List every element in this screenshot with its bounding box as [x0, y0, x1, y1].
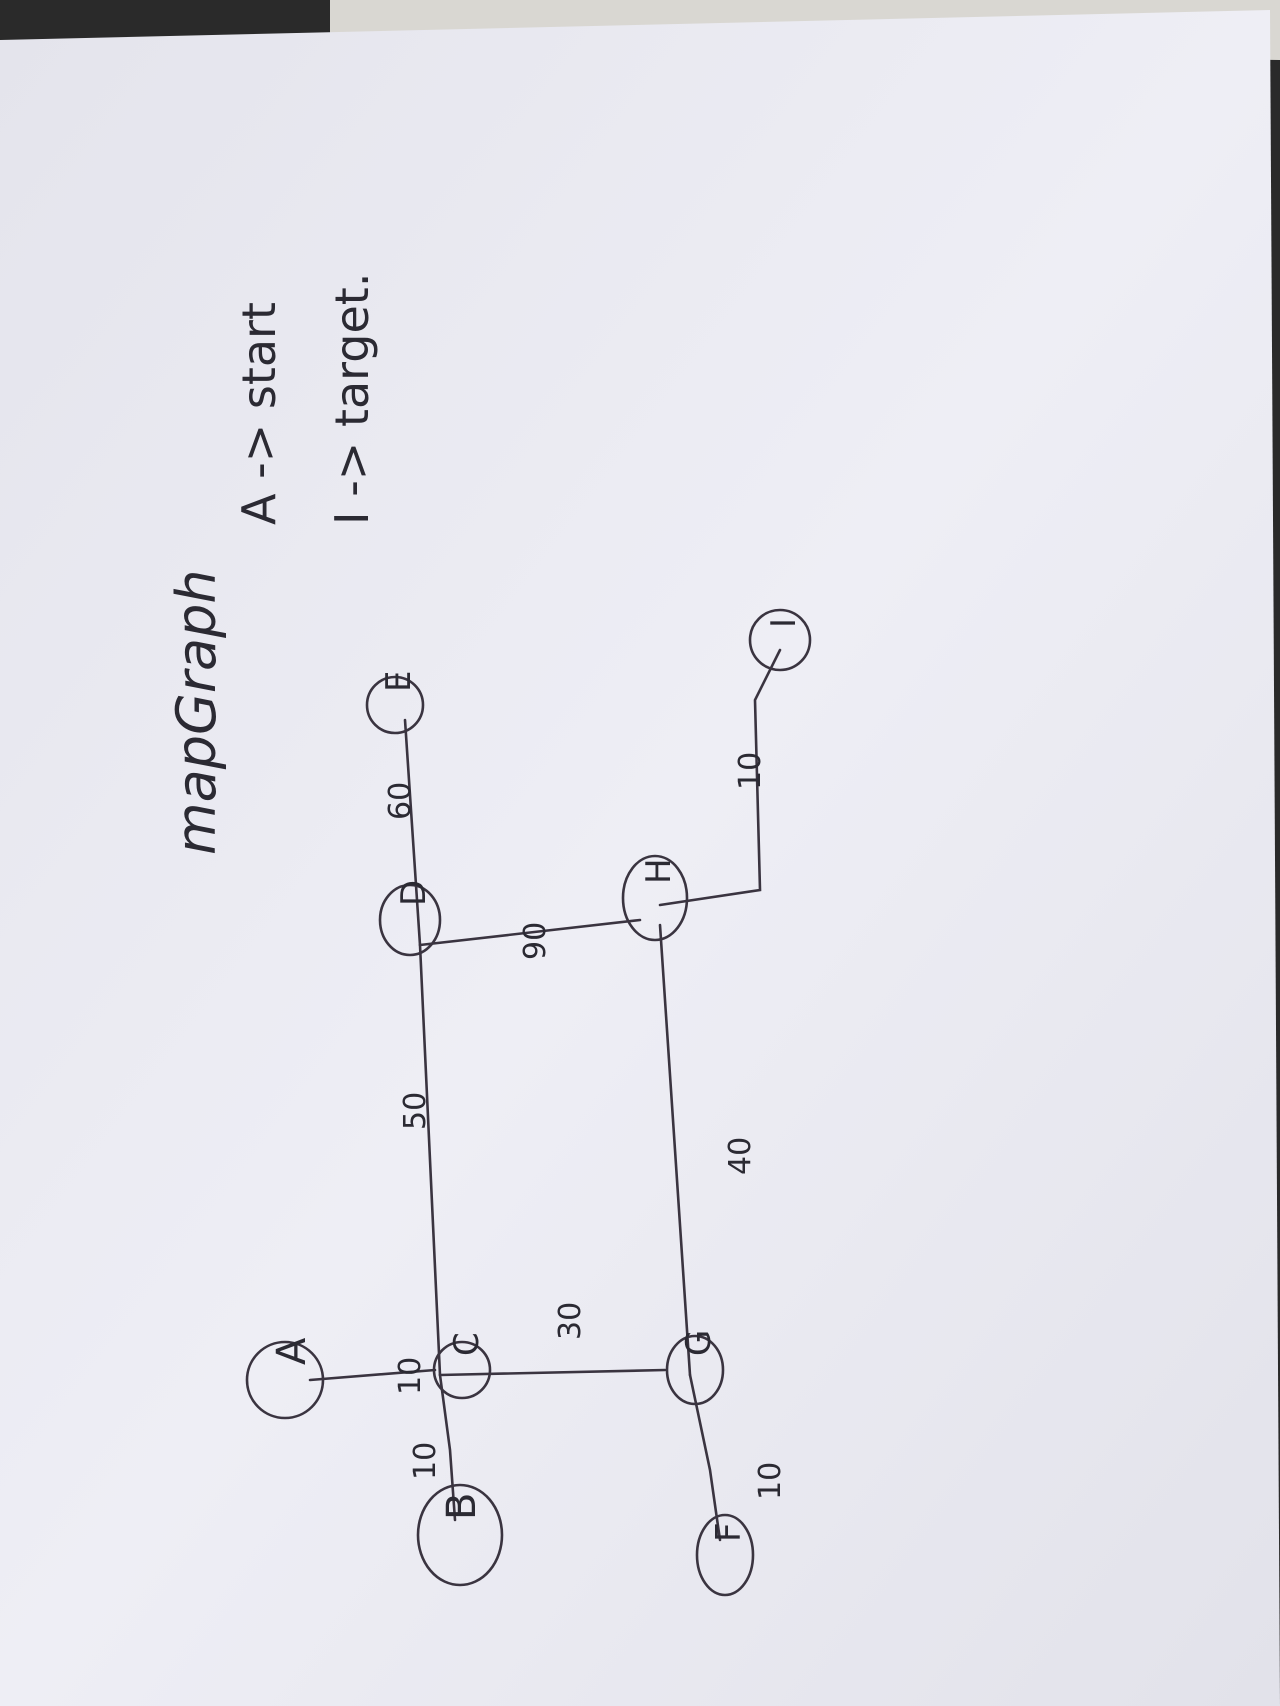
weight-H-I: 10: [733, 752, 768, 790]
weight-F-G: 10: [753, 1462, 788, 1500]
legend-start: A -> start: [232, 302, 286, 525]
node-E: E: [365, 671, 425, 735]
edge-H-I: [658, 648, 782, 907]
node-C: C: [432, 1332, 492, 1400]
node-H: H: [621, 854, 689, 942]
weight-D-H: 90: [518, 922, 553, 960]
weight-D-E: 60: [383, 782, 418, 820]
edge-C-D: [418, 943, 442, 1377]
node-B: B: [416, 1483, 504, 1587]
weight-C-D: 50: [398, 1092, 433, 1130]
edge-D-E: [403, 718, 422, 947]
weight-G-H: 40: [723, 1137, 758, 1175]
weight-C-G: 30: [553, 1302, 588, 1340]
weight-A-C: 10: [393, 1357, 428, 1395]
node-D: D: [378, 880, 442, 957]
weight-B-C: 10: [408, 1442, 443, 1480]
edge-D-H: [418, 918, 642, 947]
drawing: mapGraph A -> start I -> target. A B C D: [165, 273, 812, 1597]
svg-text:I: I: [764, 618, 804, 628]
edge-A-C: [308, 1368, 437, 1382]
edge-B-C: [438, 1373, 457, 1522]
node-A: A: [245, 1337, 325, 1420]
graph-title: mapGraph: [165, 569, 228, 855]
svg-text:A: A: [269, 1337, 315, 1365]
svg-text:F: F: [709, 1522, 749, 1542]
edge-G-H: [658, 923, 692, 1377]
edge-C-G: [438, 1368, 667, 1377]
node-I: I: [748, 608, 812, 672]
svg-text:B: B: [439, 1493, 485, 1520]
svg-text:H: H: [639, 858, 679, 884]
legend-target: I -> target.: [325, 273, 379, 525]
svg-text:C: C: [447, 1332, 487, 1356]
node-G: G: [665, 1330, 725, 1406]
paper-sheet: [0, 10, 1280, 1706]
svg-text:G: G: [679, 1330, 719, 1356]
svg-text:E: E: [379, 671, 419, 692]
svg-text:D: D: [394, 880, 434, 906]
node-F: F: [695, 1513, 755, 1597]
